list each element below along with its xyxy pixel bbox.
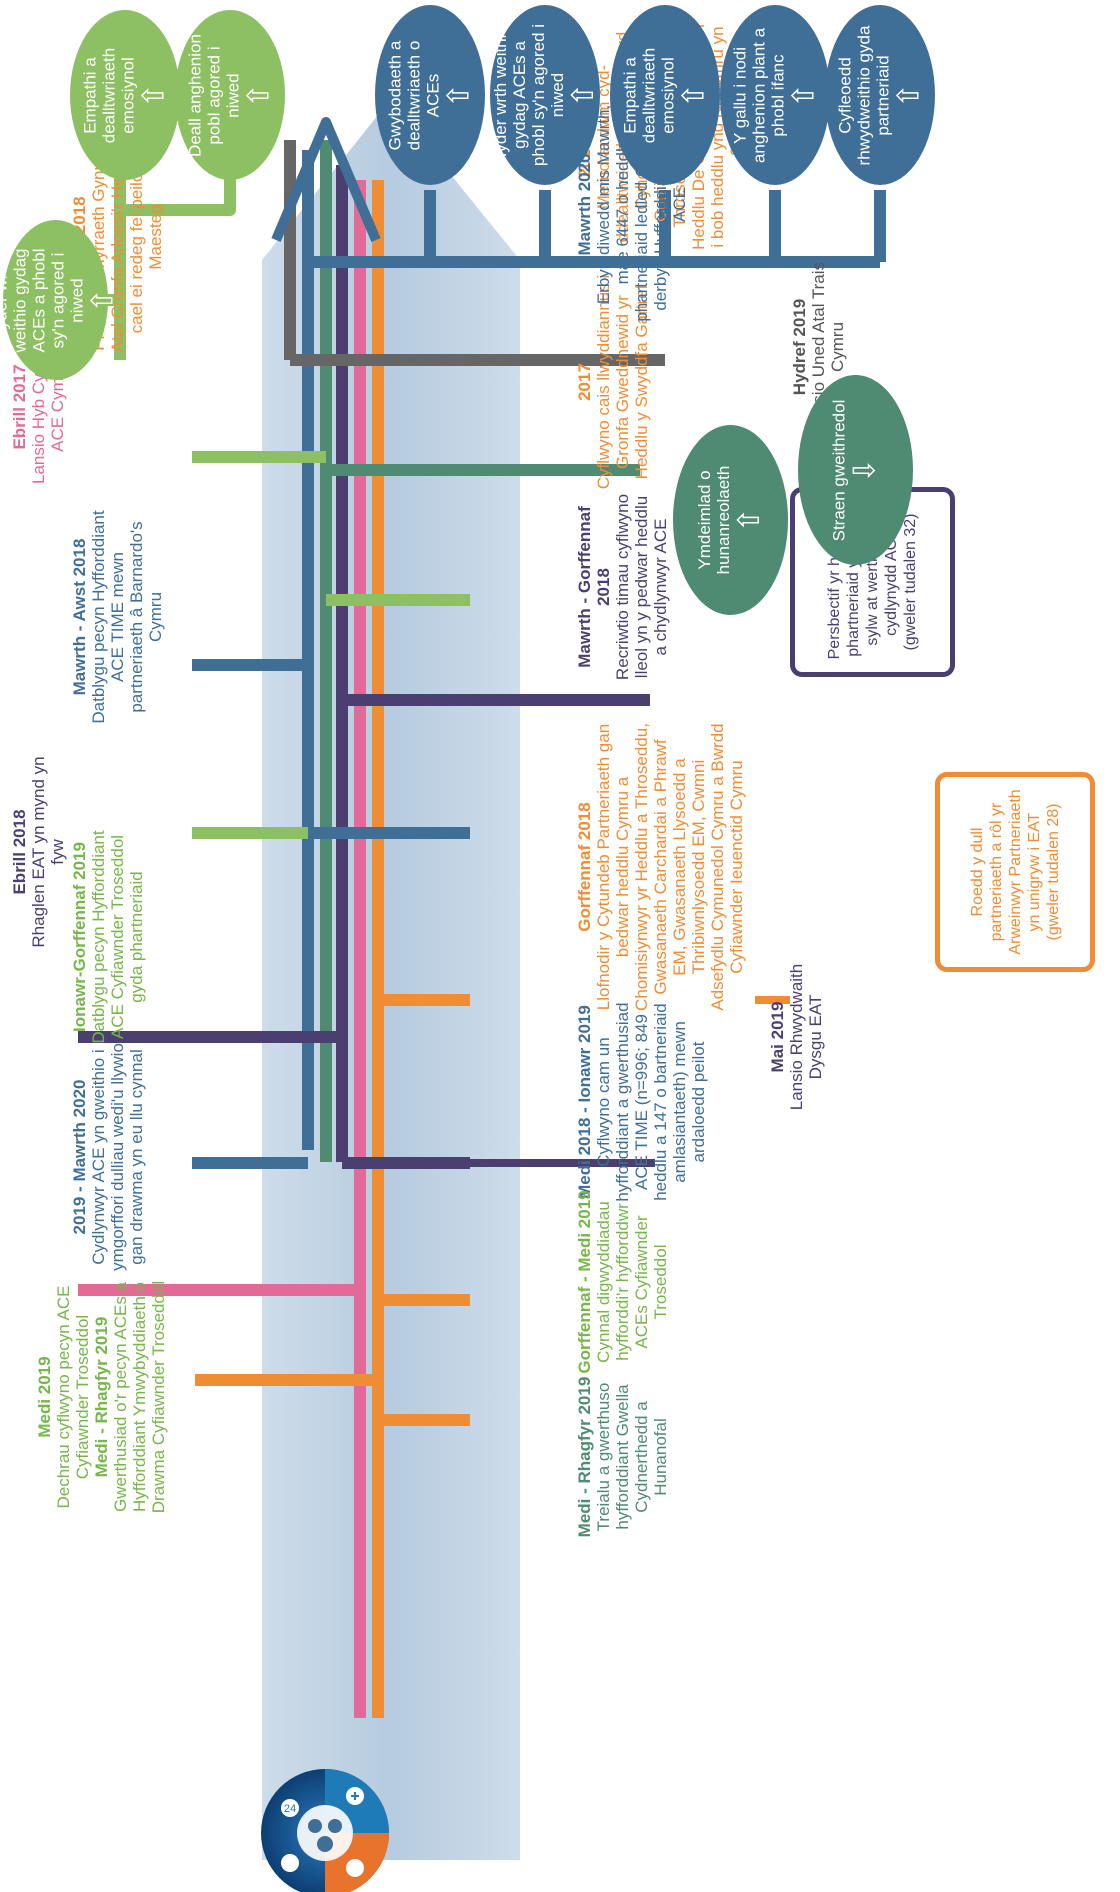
arrow-up-icon: ⇧ (86, 287, 120, 313)
arrow-up-icon: ⇧ (892, 82, 926, 108)
outcome-teal-stress-label: Straen gweithredol (829, 399, 849, 541)
arrow-up-icon: ⇧ (733, 507, 766, 533)
arrow-up-icon: ⇧ (787, 82, 821, 108)
outcome-blue-confidence-label: Hyder wrth weithio gydag ACEs a phobl sy… (491, 23, 567, 167)
outcome-green-confidence: Hyder wrth weithio gydag ACEs a phobl sy… (0, 220, 120, 380)
outcome-blue-knowledge: Gwybodaeth a dealltwriaeth o ACEs⇧ (375, 5, 485, 185)
arrow-up-icon: ⇧ (677, 82, 711, 108)
outcome-blue-networking-label: Cyfleoedd rhwydweithio gyda partneriaid (835, 25, 893, 165)
outcome-teal-stress: Straen gweithredol⇩ (797, 375, 913, 565)
arrow-down-icon: ⇩ (848, 457, 882, 483)
outcome-blue-empathy-label: Empathi a dealltwriaeth emosiynol (620, 47, 678, 143)
outcome-blue-confidence: Hyder wrth weithio gydag ACEs a phobl sy… (490, 5, 600, 185)
outcome-green-empathy-label: Empathi a dealltwriaeth emosiynol (80, 47, 138, 143)
outcome-blue-knowledge-label: Gwybodaeth a dealltwriaeth o ACEs (385, 40, 443, 150)
outcome-blue-identify-needs: Y gallu i nodi anghenion plant a phobl i… (720, 5, 830, 185)
arrow-up-icon: ⇧ (242, 82, 276, 108)
outcome-teal-self-control: Ymdeimlad o hunanreolaeth⇧ (672, 425, 788, 615)
arrow-head-blue (271, 117, 381, 242)
outcome-blue-empathy: Empathi a dealltwriaeth emosiynol⇧ (610, 5, 720, 185)
outcome-teal-self-control-label: Ymdeimlad o hunanreolaeth (695, 465, 733, 575)
services-circle-icon: 24 (260, 1768, 390, 1892)
outcome-green-understanding: Deall anghenion pobl agored i niwed⇧ (175, 10, 285, 180)
arrow-up-icon: ⇧ (137, 82, 171, 108)
outcome-green-understanding-label: Deall anghenion pobl agored i niwed (185, 33, 243, 157)
svg-text:24: 24 (284, 1803, 296, 1815)
outcome-blue-networking: Cyfleoedd rhwydweithio gyda partneriaid⇧ (825, 5, 935, 185)
outcome-green-confidence-label: Hyder wrth weithio gydag ACEs a phobl sy… (0, 248, 87, 352)
outcome-green-empathy: Empathi a dealltwriaeth emosiynol⇧ (70, 10, 180, 180)
arrow-up-icon: ⇧ (567, 82, 600, 108)
arrow-up-icon: ⇧ (442, 82, 476, 108)
outcome-blue-identify-needs-label: Y gallu i nodi anghenion plant a phobl i… (730, 27, 788, 163)
